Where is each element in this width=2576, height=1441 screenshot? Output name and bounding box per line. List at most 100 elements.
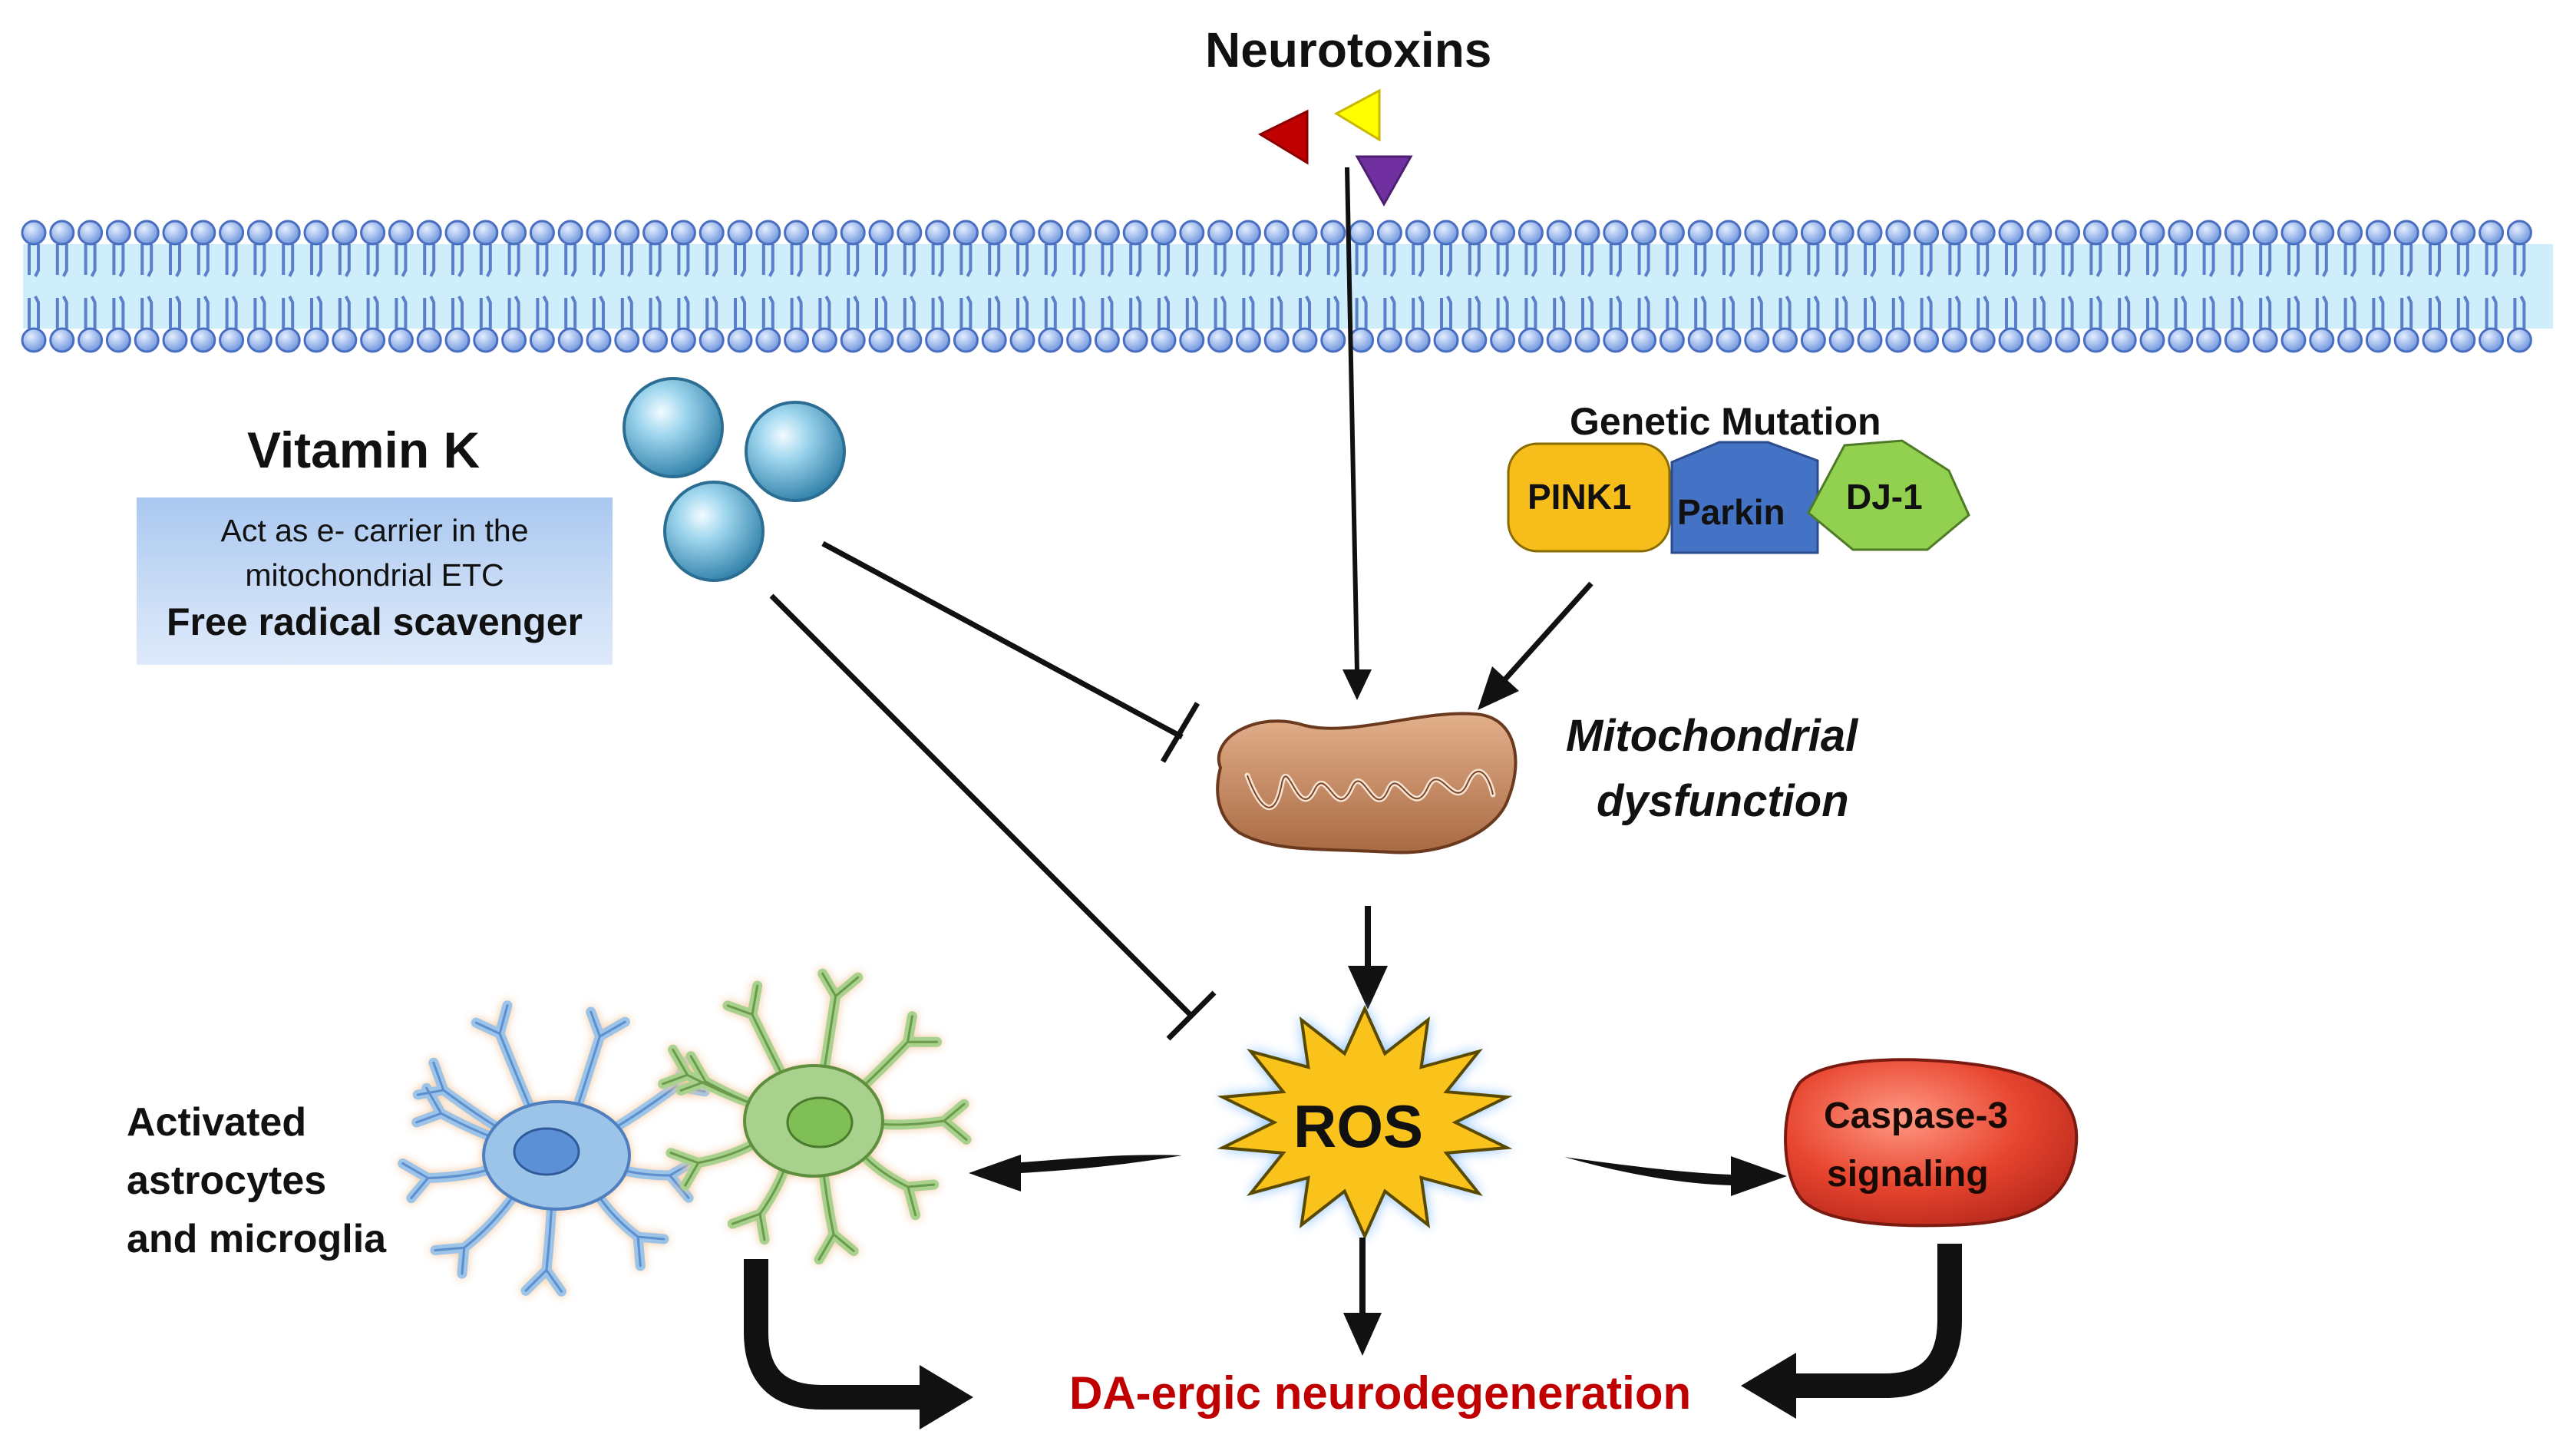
lipid-head [444, 327, 471, 353]
parkin-label: Parkin [1677, 492, 1785, 532]
parkin-shape [1670, 441, 1819, 554]
lipid-head [1461, 327, 1488, 353]
genetic-mutation-label: Genetic Mutation [1570, 400, 1881, 443]
lipid-head [840, 327, 866, 353]
lipid-head [360, 220, 386, 246]
lipid-tail [903, 244, 916, 277]
lipid-head [388, 327, 414, 353]
lipid-tail [931, 296, 944, 329]
lipid-head [1546, 220, 1572, 246]
lipid-tail [847, 244, 860, 277]
lipid-head [925, 220, 951, 246]
lipid-head [727, 327, 753, 353]
lipid-tail [1299, 244, 1311, 277]
lipid-head [925, 327, 951, 353]
lipid-head [1405, 327, 1431, 353]
lipid-tail [2174, 296, 2187, 329]
lipid-head [1094, 220, 1120, 246]
vitk-sphere-1 [623, 377, 724, 478]
lipid-head [1546, 327, 1572, 353]
lipid-tail [2033, 296, 2046, 329]
lipid-tail [1383, 296, 1396, 329]
lipid-head [557, 327, 583, 353]
vitk-sphere-3 [663, 481, 765, 582]
lipid-tail [1072, 244, 1085, 277]
lipid-tail [338, 244, 351, 277]
lipid-head [1263, 220, 1290, 246]
lipid-head [2196, 327, 2222, 353]
lipid-head [755, 327, 781, 353]
lipid-tail [1948, 244, 1961, 277]
glia-to-outcome-arrow [744, 1259, 973, 1429]
mutation-to-mito-arrow [1478, 581, 1593, 710]
lipid-tail [2005, 244, 2017, 277]
lipid-tail [1440, 244, 1452, 277]
toxin-yellow-triangle [1333, 88, 1381, 142]
lipid-head [2111, 327, 2137, 353]
lipid-tail [1722, 296, 1735, 329]
lipid-tail [1101, 244, 1114, 277]
lipid-head [2309, 220, 2335, 246]
lipid-head [1122, 327, 1148, 353]
lipid-tail [1750, 296, 1763, 329]
lipid-head [1376, 220, 1402, 246]
glia-label-line3: and microglia [127, 1217, 387, 1261]
lipid-head [2450, 327, 2476, 353]
lipid-tail [705, 296, 718, 329]
lipid-head [2168, 327, 2194, 353]
lipid-head [2280, 220, 2307, 246]
lipid-tail [2259, 244, 2272, 277]
lipid-head [586, 220, 612, 246]
lipid-head [897, 327, 923, 353]
lipid-head [868, 327, 894, 353]
lipid-tail [1016, 244, 1029, 277]
lipid-tail [1891, 296, 1904, 329]
mito-to-ros-arrow [1348, 906, 1388, 1010]
lipid-head [1405, 220, 1431, 246]
lipid-head [2224, 220, 2250, 246]
lipid-head [78, 220, 104, 246]
lipid-head [190, 220, 216, 246]
lipid-tail [2287, 244, 2300, 277]
lipid-head [1885, 220, 1911, 246]
membrane-bilayer [21, 220, 2553, 353]
lipid-head [2252, 327, 2278, 353]
glia-label-line1: Activated [127, 1100, 307, 1145]
lipid-head [2082, 220, 2109, 246]
lipid-head [21, 327, 47, 353]
lipid-tail [140, 296, 154, 329]
lipid-head [1631, 220, 1657, 246]
lipid-tail [2202, 296, 2215, 329]
lipid-head [416, 220, 442, 246]
vitamin-k-molecules [623, 377, 846, 582]
lipid-head [21, 220, 47, 246]
lipid-tail [1242, 244, 1255, 277]
lipid-head [868, 220, 894, 246]
vitamin-k-title: Vitamin K [247, 421, 481, 478]
genetic-mutation-group [1507, 439, 1970, 554]
lipid-head [2365, 220, 2391, 246]
lipid-tail [310, 244, 322, 277]
lipid-tail [1496, 296, 1509, 329]
lipid-head [332, 327, 358, 353]
lipid-tail [1750, 244, 1763, 277]
lipid-head [897, 220, 923, 246]
lipid-head [1320, 220, 1346, 246]
lipid-head [134, 327, 160, 353]
lipid-head [1800, 220, 1826, 246]
lipid-head [2422, 327, 2448, 353]
lipid-head [1349, 220, 1375, 246]
lipid-head [642, 220, 669, 246]
lipid-head [1914, 327, 1940, 353]
lipid-head [557, 220, 583, 246]
lipid-head [1235, 327, 1261, 353]
lipid-head [1970, 327, 1996, 353]
lipid-tail [1694, 244, 1707, 277]
lipid-tail [169, 244, 181, 277]
lipid-tail [1920, 296, 1933, 329]
lipid-head [105, 220, 131, 246]
lipid-head [2196, 220, 2222, 246]
lipid-tail [1468, 244, 1481, 277]
glia-label-line2: astrocytes [127, 1158, 327, 1203]
ros-to-caspase-arrow [1564, 1156, 1787, 1196]
